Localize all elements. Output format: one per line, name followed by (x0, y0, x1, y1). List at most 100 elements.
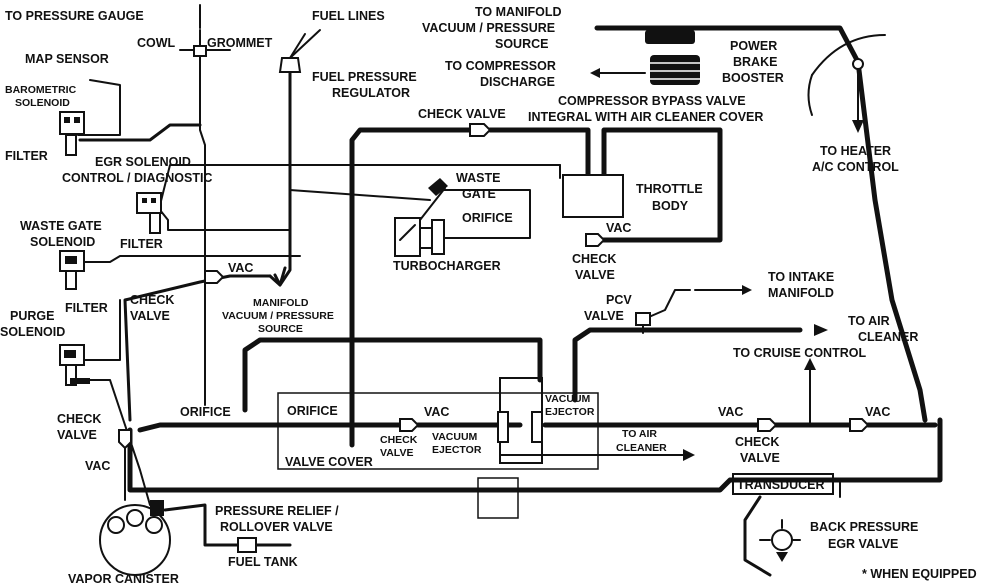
label-to-cruise: TO CRUISE CONTROL (733, 346, 866, 360)
hose-main-horizontal (137, 422, 403, 433)
label-vacuum-ejector-right-2: EJECTOR (545, 406, 595, 418)
label-to-pressure-gauge: TO PRESSURE GAUGE (5, 9, 144, 23)
label-vac-canister: VAC (85, 459, 110, 473)
hose-egr-valve (743, 495, 772, 577)
label-orifice-turbo: ORIFICE (462, 211, 513, 225)
labels: TO PRESSURE GAUGE FUEL LINES COWL GROMME… (0, 5, 977, 586)
arrow-to-intake (742, 285, 752, 295)
transducer-icon (732, 473, 834, 495)
hose-map-sensor (77, 79, 121, 136)
hose-waste-gate-turbo (159, 189, 431, 231)
label-turbocharger: TURBOCHARGER (393, 259, 501, 273)
hose-waste-gate-solenoid (74, 255, 301, 263)
ejector-block-base (477, 477, 519, 519)
hose-check-valve-top-right (487, 127, 591, 178)
label-filter-1: FILTER (5, 149, 48, 163)
label-throttle-2: BODY (652, 199, 689, 213)
label-power-2: BRAKE (733, 55, 777, 69)
back-pressure-egr-valve-icon (759, 519, 801, 562)
fuel-pressure-regulator-icon (278, 29, 321, 81)
label-to-air-cleaner-small-2: CLEANER (616, 442, 667, 454)
label-purge-1: PURGE (10, 309, 54, 323)
label-egr-solenoid-1: EGR SOLENOID (95, 155, 191, 169)
check-valve-far-right-icon (849, 418, 870, 432)
label-to-air-cleaner-1: TO AIR (848, 314, 890, 328)
label-back-pressure-1: BACK PRESSURE (810, 520, 918, 534)
label-fuel-lines: FUEL LINES (312, 9, 385, 23)
check-valve-top-icon (469, 123, 492, 137)
arrow-compressor (590, 68, 600, 78)
label-purge-2: SOLENOID (0, 325, 65, 339)
power-brake-booster-icon (645, 30, 700, 85)
waste-gate-solenoid-icon (59, 250, 85, 290)
hose-cowl (199, 29, 206, 406)
egr-solenoid-icon (136, 192, 162, 234)
vacuum-ejector-left-icon (497, 411, 509, 443)
label-to-intake-1: TO INTAKE (768, 270, 834, 284)
label-check-cover-1: CHECK (380, 434, 418, 446)
arrow-cruise-control (804, 358, 816, 370)
label-waste-gate-sol-2: SOLENOID (30, 235, 95, 249)
label-fuel-tank: FUEL TANK (228, 555, 298, 569)
label-to-air-cleaner-2: CLEANER (858, 330, 918, 344)
hose-left-check (123, 274, 272, 422)
label-to-compressor-2: DISCHARGE (480, 75, 555, 89)
hose-bypass-to-throttle (597, 127, 723, 243)
label-compressor-bypass-2: INTEGRAL WITH AIR CLEANER COVER (528, 110, 763, 124)
label-egr-solenoid-2: CONTROL / DIAGNOSTIC (62, 171, 212, 185)
label-waste-gate-sol-1: WASTE GATE (20, 219, 102, 233)
label-fuel-pressure-2: REGULATOR (332, 86, 410, 100)
hose-check-valve-top-left (349, 127, 473, 448)
hose-egr-control (159, 164, 561, 206)
label-vacuum-ejector-left-1: VACUUM (432, 431, 478, 443)
label-waste-gate-1: WASTE (456, 171, 500, 185)
check-valve-throttle-icon (585, 233, 606, 247)
pcv-valve-icon (635, 312, 651, 334)
label-to-manifold-2: VACUUM / PRESSURE (422, 21, 555, 35)
label-to-heater-2: A/C CONTROL (812, 160, 899, 174)
hose-barometric (78, 123, 202, 142)
label-transducer: TRANSDUCER (737, 478, 825, 492)
arrow-to-heater (852, 120, 864, 133)
turbocharger-icon (394, 187, 446, 257)
label-vac-throttle: VAC (606, 221, 631, 235)
hose-rollover (163, 503, 242, 547)
label-manifold-source-3: SOURCE (258, 323, 303, 335)
vapor-canister-icon (99, 500, 171, 576)
hose-manifold-source (268, 266, 287, 287)
label-valve-cover: VALVE COVER (285, 455, 373, 469)
tee-junction-icon (852, 58, 864, 70)
label-check-left-2: VALVE (130, 309, 170, 323)
label-barometric-1: BAROMETRIC (5, 84, 77, 96)
label-check-throttle-2: VALVE (575, 268, 615, 282)
label-power-1: POWER (730, 39, 777, 53)
label-check-canister-1: CHECK (57, 412, 101, 426)
valve-cover-box (277, 392, 599, 470)
label-to-compressor-1: TO COMPRESSOR (445, 59, 556, 73)
label-check-cover-2: VALVE (380, 447, 413, 459)
waste-gate-actuator-icon (428, 178, 448, 196)
label-to-air-cleaner-small-1: TO AIR (622, 428, 657, 440)
hose-orifice-turbo (439, 189, 531, 239)
label-check-throttle-1: CHECK (572, 252, 616, 266)
label-to-manifold-1: TO MANIFOLD (475, 5, 562, 19)
label-pressure-relief-1: PRESSURE RELIEF / (215, 504, 339, 518)
arrow-to-air-cleaner (814, 324, 828, 336)
hose-transducer (729, 479, 841, 498)
throttle-body-icon (562, 174, 624, 218)
label-check-canister-2: VALVE (57, 428, 97, 442)
label-check-right-1: CHECK (735, 435, 779, 449)
label-pcv-2: VALVE (584, 309, 624, 323)
firewall-arc-lower (807, 74, 813, 116)
label-filter-2: FILTER (120, 237, 163, 251)
check-valve-left-icon (204, 270, 225, 284)
label-manifold-source-1: MANIFOLD (253, 297, 309, 309)
label-throttle-1: THROTTLE (636, 182, 703, 196)
hose-manifold-to-booster (594, 25, 861, 65)
purge-solenoid-icon (59, 344, 90, 386)
label-to-manifold-3: SOURCE (495, 37, 548, 51)
vacuum-ejector-right-icon (531, 411, 543, 443)
label-vac-cover: VAC (424, 405, 449, 419)
barometric-solenoid-icon (59, 111, 85, 156)
